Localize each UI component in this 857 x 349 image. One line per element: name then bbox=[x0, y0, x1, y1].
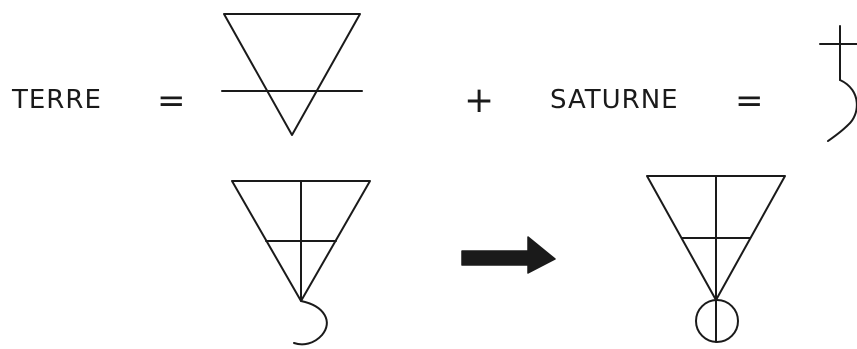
right-arrow-icon bbox=[461, 236, 556, 274]
equals-sign-2: = bbox=[735, 81, 765, 121]
earth-label: TERRE bbox=[11, 85, 102, 115]
right-glyph-circle bbox=[695, 299, 739, 343]
earth-saturn-combined-glyph bbox=[231, 180, 371, 346]
saturn-symbol-icon bbox=[819, 25, 857, 142]
equals-sign-1: = bbox=[157, 81, 187, 121]
earth-saturn-result-glyph bbox=[646, 175, 786, 343]
plus-sign: + bbox=[464, 80, 495, 121]
earth-triangle bbox=[223, 13, 361, 136]
left-glyph-hook bbox=[293, 300, 328, 346]
saturn-label: SATURNE bbox=[550, 85, 679, 115]
earth-element-icon bbox=[221, 13, 363, 136]
